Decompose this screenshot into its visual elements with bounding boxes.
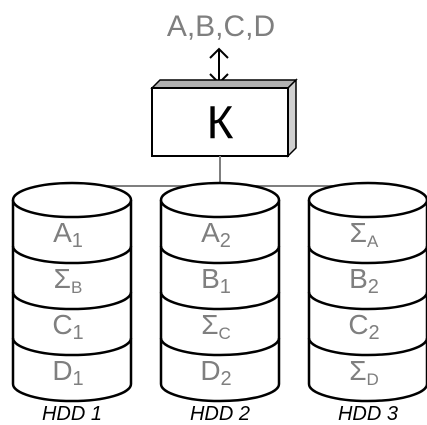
disk-block-label: B2 [349, 263, 379, 298]
controller-box: К [150, 78, 298, 158]
disk-body [307, 200, 427, 403]
disk-label: HDD 2 [190, 403, 250, 425]
disk-separator [11, 245, 133, 265]
disk-block-label: A2 [201, 217, 231, 252]
disk-block-label: D1 [52, 355, 83, 390]
disk-block-label: ΣC [201, 309, 231, 343]
disk-separator [159, 291, 281, 311]
disk-block-label: D2 [200, 355, 231, 390]
disk-block-label: ΣD [349, 355, 379, 389]
disk-separator [159, 337, 281, 357]
controller-box-side [287, 78, 297, 158]
io-arrow [209, 47, 229, 85]
disk-top [11, 181, 133, 219]
controller-box-top [150, 79, 298, 89]
disk-block-label: ΣB [54, 263, 83, 297]
disk-separator [11, 291, 133, 311]
disk-block-label: B1 [201, 263, 231, 298]
disk-separator [307, 337, 427, 357]
disk-body [11, 200, 133, 403]
disk-label: HDD 3 [338, 403, 398, 425]
disk-separator [307, 291, 427, 311]
disk-block-label: ΣA [350, 217, 379, 251]
disk-label: HDD 1 [42, 403, 102, 425]
disk-block-label: A1 [53, 217, 83, 252]
disk-block-label: C1 [52, 309, 83, 344]
disk-body [159, 200, 281, 403]
io-label: A,B,C,D [167, 10, 275, 43]
disk-top [307, 181, 427, 219]
disk-separator [307, 245, 427, 265]
disk-separator [159, 245, 281, 265]
disk-separator [11, 337, 133, 357]
disk-block-label: C2 [348, 309, 379, 344]
disk-top [159, 181, 281, 219]
controller-label: К [207, 96, 234, 148]
